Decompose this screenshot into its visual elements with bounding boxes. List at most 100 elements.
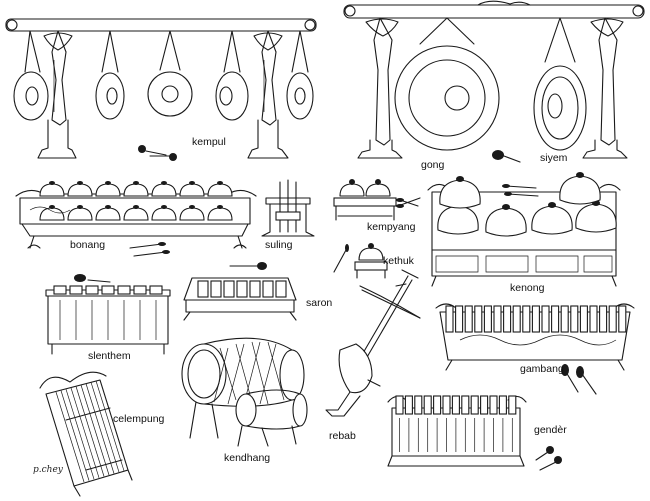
bonang-kettle [123,207,149,221]
kenong-pot [439,179,481,209]
bonang-kettle [151,183,177,197]
gambang-key [541,305,550,333]
slenthem-key [69,285,83,295]
gender-key [395,395,404,415]
bonang-kettle-knob [105,181,111,185]
celempung-illustration [39,371,133,497]
bonang-kettle-knob [105,205,111,209]
bonang-kettle-knob [49,181,55,185]
gender-key [508,395,517,415]
gambang-key [599,305,608,333]
gender-key [489,395,498,415]
bonang-kettle [95,183,121,197]
saron-key [236,280,248,298]
kenong-pot [485,207,527,237]
gender-key [470,395,479,415]
label-gong: gong [421,159,445,171]
label-suling: suling [265,239,293,251]
gender-key [442,395,451,415]
celempung-string [95,380,125,471]
bonang-illustration [15,181,257,257]
celempung-string [65,389,95,480]
bonang-kettle [207,207,233,221]
saron-key [210,280,222,298]
kenong-pot [437,205,479,235]
gender-key [498,395,507,415]
slenthem-key [101,285,115,295]
kenong-pot-knob [576,172,584,178]
gambang-key [455,305,464,333]
gambang-key [493,305,502,333]
celempung-string [60,390,90,481]
gambang-illustration [435,303,635,395]
saron-illustration [183,262,297,321]
saron-key [262,280,274,298]
label-rebab: rebab [329,430,356,442]
bonang-kettle [67,183,93,197]
bonang-kettle-knob [49,205,55,209]
bonang-kettle-knob [161,181,167,185]
kenong-pot [531,205,573,235]
gambang-key [503,305,512,333]
slenthem-illustration [45,274,171,355]
gender-key [414,395,423,415]
gambang-key [512,305,521,333]
gender-key [433,395,442,415]
gong-siyem-illustration [343,0,645,163]
celempung-string [55,391,85,483]
gambang-key [560,305,569,333]
bonang-kettle [39,183,65,197]
kethuk-illustration [333,243,388,279]
label-kendhang: kendhang [224,452,271,464]
gambang-key [608,305,617,333]
kempyang-illustration [333,179,421,221]
slenthem-key [85,285,99,295]
kenong-illustration [427,172,621,287]
bonang-kettle-knob [161,205,167,209]
bonang-kettle-knob [189,205,195,209]
gender-key [480,395,489,415]
label-slenthem: slenthem [88,350,131,362]
label-siyem: siyem [540,152,568,164]
label-kempyang: kempyang [367,221,416,233]
bonang-kettle-knob [217,181,223,185]
gender-key [423,395,432,415]
gambang-key [551,305,560,333]
gender-key [461,395,470,415]
saron-key [197,280,209,298]
bonang-kettle [207,183,233,197]
kenong-pot-knob [502,204,510,210]
celempung-string [90,382,120,473]
bonang-kettle-knob [77,181,83,185]
saron-key [275,280,287,298]
bonang-kettle [95,207,121,221]
gambang-key [618,305,627,333]
label-celempung: celempung [113,413,165,425]
bonang-kettle [39,207,65,221]
bonang-kettle-knob [217,205,223,209]
celempung-string [85,383,115,474]
gambang-key [579,305,588,333]
gambang-key [589,305,598,333]
gender-illustration [387,395,562,471]
slenthem-key [133,285,147,295]
bonang-kettle-knob [133,205,139,209]
gender-key [451,395,460,415]
gambang-key [483,305,492,333]
saron-key [249,280,261,298]
kenong-pot-knob [456,176,464,182]
label-gambang: gambang [520,363,564,375]
celempung-string [70,387,100,478]
label-kempul: kempul [192,136,226,148]
label-gender: gendèr [534,424,567,436]
rebab-illustration [325,269,421,417]
bonang-kettle-knob [133,181,139,185]
gambang-key [522,305,531,333]
suling-illustration [261,179,315,237]
bonang-kettle [123,183,149,197]
bonang-kettle [179,207,205,221]
gambang-key [445,305,454,333]
gender-key [404,395,413,415]
